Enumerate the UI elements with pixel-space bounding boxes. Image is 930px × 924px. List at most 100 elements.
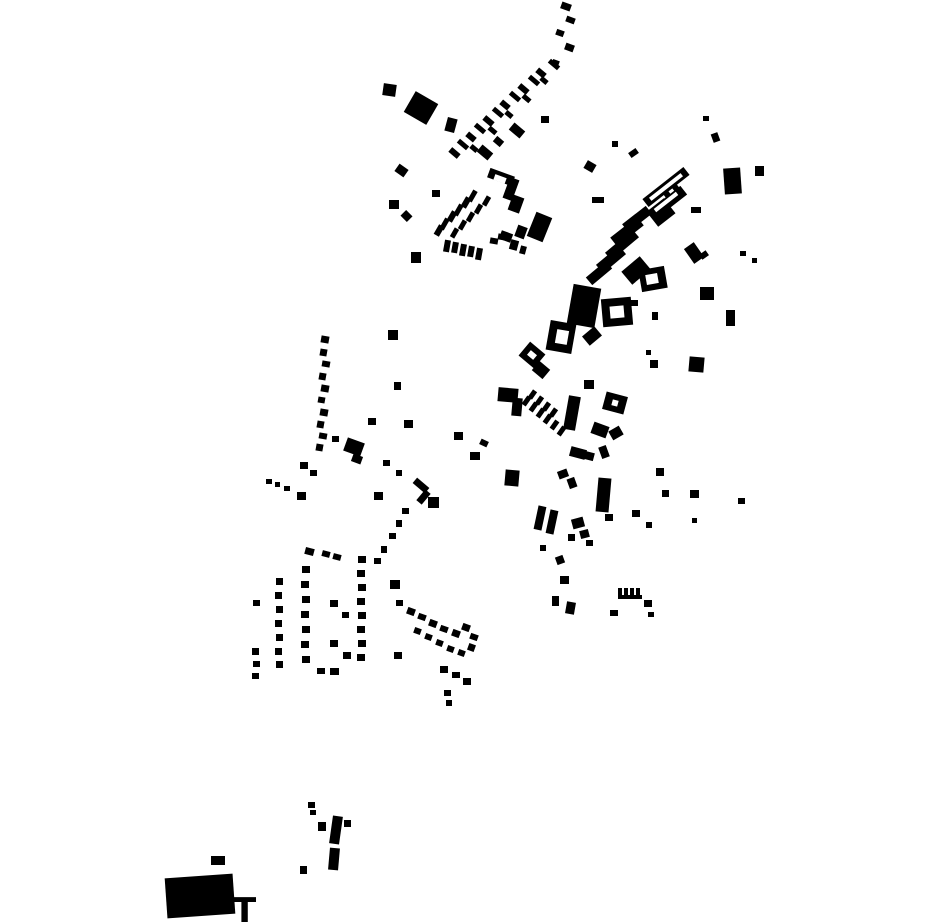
building-footprint — [514, 224, 528, 240]
building-footprint — [374, 492, 383, 500]
building-footprint — [308, 802, 315, 808]
courtyard-hole — [611, 399, 619, 407]
building-footprint — [433, 224, 445, 237]
courtyard-hole — [493, 174, 507, 184]
building-footprint — [564, 42, 575, 53]
building-footprint — [266, 479, 272, 484]
building-footprint — [300, 462, 308, 469]
building-footprint — [479, 438, 489, 448]
building-footprint — [301, 641, 309, 648]
building-footprint — [302, 626, 310, 633]
building-footprint — [275, 482, 280, 487]
building-footprint — [467, 245, 475, 258]
building-footprint — [389, 533, 396, 539]
building-footprint — [700, 287, 714, 300]
building-footprint — [330, 600, 338, 607]
building-footprint — [388, 330, 398, 340]
building-footprint — [595, 477, 612, 513]
building-footprint — [726, 310, 735, 326]
building-footprint — [570, 516, 586, 530]
building-footprint — [457, 648, 466, 658]
building-footprint — [412, 477, 430, 494]
building-footprint — [554, 554, 566, 566]
building-footprint — [519, 245, 527, 255]
building-footprint — [446, 644, 455, 654]
building-footprint — [703, 116, 709, 121]
building-footprint — [528, 401, 539, 413]
courtyard-hole — [649, 173, 683, 201]
building-footprint — [586, 540, 593, 546]
building-footprint — [527, 389, 538, 400]
building-footprint — [318, 822, 326, 831]
building-footprint — [275, 592, 282, 599]
building-footprint — [302, 566, 310, 573]
building-footprint — [357, 570, 365, 577]
building-footprint — [424, 632, 433, 642]
building-footprint — [413, 626, 422, 636]
building-footprint — [560, 576, 569, 584]
building-footprint — [452, 672, 460, 678]
building-footprint — [710, 132, 721, 143]
building-footprint — [276, 661, 283, 668]
building-footprint — [342, 612, 349, 618]
building-footprint — [456, 138, 470, 151]
building-footprint — [449, 227, 460, 239]
building-footprint — [432, 190, 440, 197]
building-footprint — [406, 606, 416, 617]
building-footprint — [435, 638, 444, 648]
building-footprint — [390, 580, 400, 589]
building-footprint — [592, 197, 604, 203]
building-footprint — [636, 588, 640, 595]
building-footprint — [302, 656, 310, 663]
building-footprint — [317, 396, 326, 404]
building-footprint — [317, 668, 325, 674]
building-footprint — [481, 195, 492, 207]
building-footprint — [492, 135, 505, 148]
building-footprint — [402, 508, 409, 514]
building-footprint — [329, 815, 343, 845]
building-footprint — [521, 93, 532, 104]
building-footprint — [310, 810, 316, 815]
building-footprint — [252, 673, 259, 679]
building-footprint — [328, 847, 340, 871]
building-footprint — [632, 510, 640, 517]
building-footprint — [381, 546, 387, 553]
building-footprint — [473, 203, 484, 215]
building-footprint — [301, 611, 309, 618]
building-footprint — [648, 612, 654, 617]
building-footprint — [358, 584, 366, 591]
building-footprint — [628, 147, 639, 159]
building-footprint — [534, 395, 545, 406]
building-footprint — [738, 498, 745, 504]
building-footprint — [568, 534, 575, 541]
building-footprint — [344, 820, 351, 827]
building-footprint — [297, 492, 306, 500]
building-footprint — [451, 241, 459, 254]
building-footprint — [463, 678, 471, 685]
building-footprint — [439, 624, 449, 634]
building-footprint — [276, 606, 283, 613]
building-footprint — [276, 634, 283, 641]
building-footprint — [319, 408, 329, 417]
building-footprint — [541, 116, 549, 123]
building-footprint — [752, 258, 757, 263]
building-footprint — [310, 470, 317, 476]
building-footprint — [469, 632, 479, 642]
building-footprint — [465, 211, 476, 223]
building-footprint — [582, 326, 602, 346]
building-footprint — [497, 233, 507, 241]
building-footprint — [504, 110, 514, 119]
building-footprint — [319, 348, 328, 357]
building-footprint — [473, 122, 487, 135]
building-footprint — [610, 610, 618, 616]
courtyard-hole — [554, 329, 570, 345]
building-footprint — [540, 545, 546, 551]
building-footprint — [624, 588, 628, 595]
building-footprint — [357, 598, 365, 605]
building-footprint — [470, 452, 480, 460]
building-footprint — [358, 556, 366, 563]
building-footprint — [723, 167, 742, 195]
building-footprint — [699, 250, 709, 260]
building-footprint — [396, 520, 402, 527]
building-footprint — [690, 490, 699, 498]
